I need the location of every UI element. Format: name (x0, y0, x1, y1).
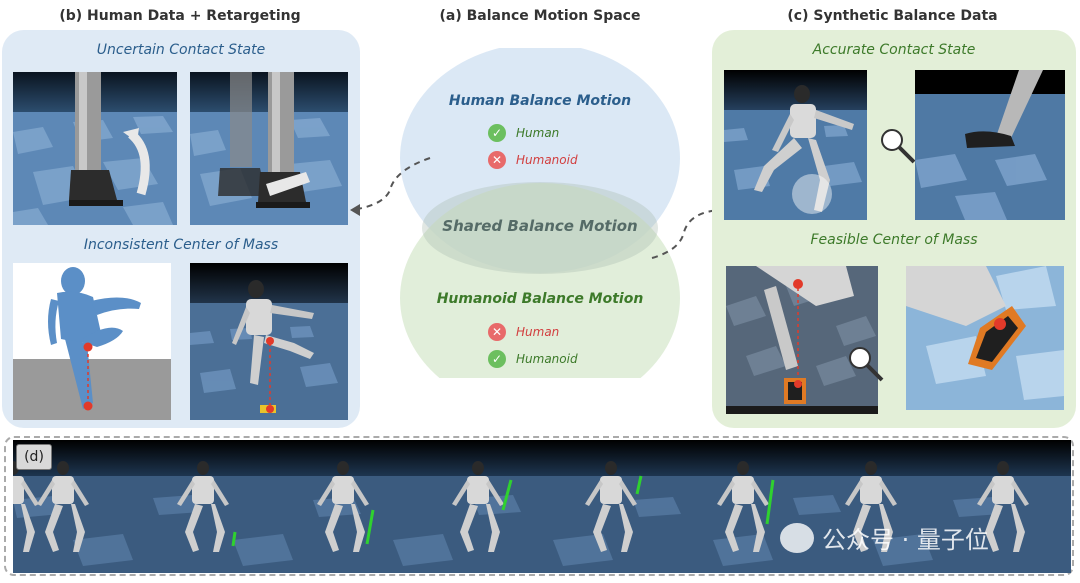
watermark-text: 公众号 · 量子位 (822, 526, 989, 554)
panel-d (4, 436, 1074, 576)
synthetic-robot-com-image (726, 266, 878, 414)
magnifier-icon (881, 129, 916, 164)
synthetic-foot-zoom-image (915, 70, 1065, 220)
humanoid-ellipse-item-humanoid: ✓ Humanoid (488, 350, 578, 368)
wechat-icon (780, 522, 814, 553)
item-label: Humanoid (516, 352, 578, 366)
item-label: Human (516, 325, 560, 339)
watermark: 公众号 · 量子位 (780, 520, 989, 555)
magnifier-icon-2 (849, 347, 884, 382)
human-foot-image-2 (190, 72, 348, 225)
panel-b-subtitle-contact: Uncertain Contact State (96, 42, 266, 58)
synthetic-robot-contact-image (724, 70, 867, 220)
balance-sequence-strip (13, 440, 1071, 573)
item-label: Humanoid (516, 153, 578, 167)
human-balance-motion-label: Human Balance Motion (448, 93, 632, 109)
shared-balance-motion-label: Shared Balance Motion (442, 217, 638, 235)
panel-b-subtitle-com: Inconsistent Center of Mass (83, 237, 279, 253)
synthetic-foot-support-image (906, 266, 1064, 410)
human-foot-image-1 (13, 72, 177, 225)
panel-a-title: (a) Balance Motion Space (439, 8, 641, 24)
cross-icon: ✕ (488, 151, 506, 169)
humanoid-balance-motion-label: Humanoid Balance Motion (436, 291, 644, 307)
check-icon: ✓ (488, 350, 506, 368)
panel-c-subtitle-com: Feasible Center of Mass (810, 232, 978, 248)
panel-b-title: (b) Human Data + Retargeting (59, 8, 301, 24)
check-icon: ✓ (488, 124, 506, 142)
item-label: Human (516, 126, 560, 140)
balance-motion-venn (400, 48, 680, 378)
humanoid-ellipse-item-human: ✕ Human (488, 323, 559, 341)
panel-c-title: (c) Synthetic Balance Data (787, 8, 998, 24)
human-ellipse-item-human: ✓ Human (488, 124, 559, 142)
cross-icon: ✕ (488, 323, 506, 341)
human-ellipse-item-humanoid: ✕ Humanoid (488, 151, 578, 169)
panel-d-label: (d) (16, 444, 52, 470)
human-mesh-com-image (13, 263, 171, 420)
retargeted-robot-com-image (190, 263, 348, 420)
panel-c-subtitle-contact: Accurate Contact State (812, 42, 976, 58)
